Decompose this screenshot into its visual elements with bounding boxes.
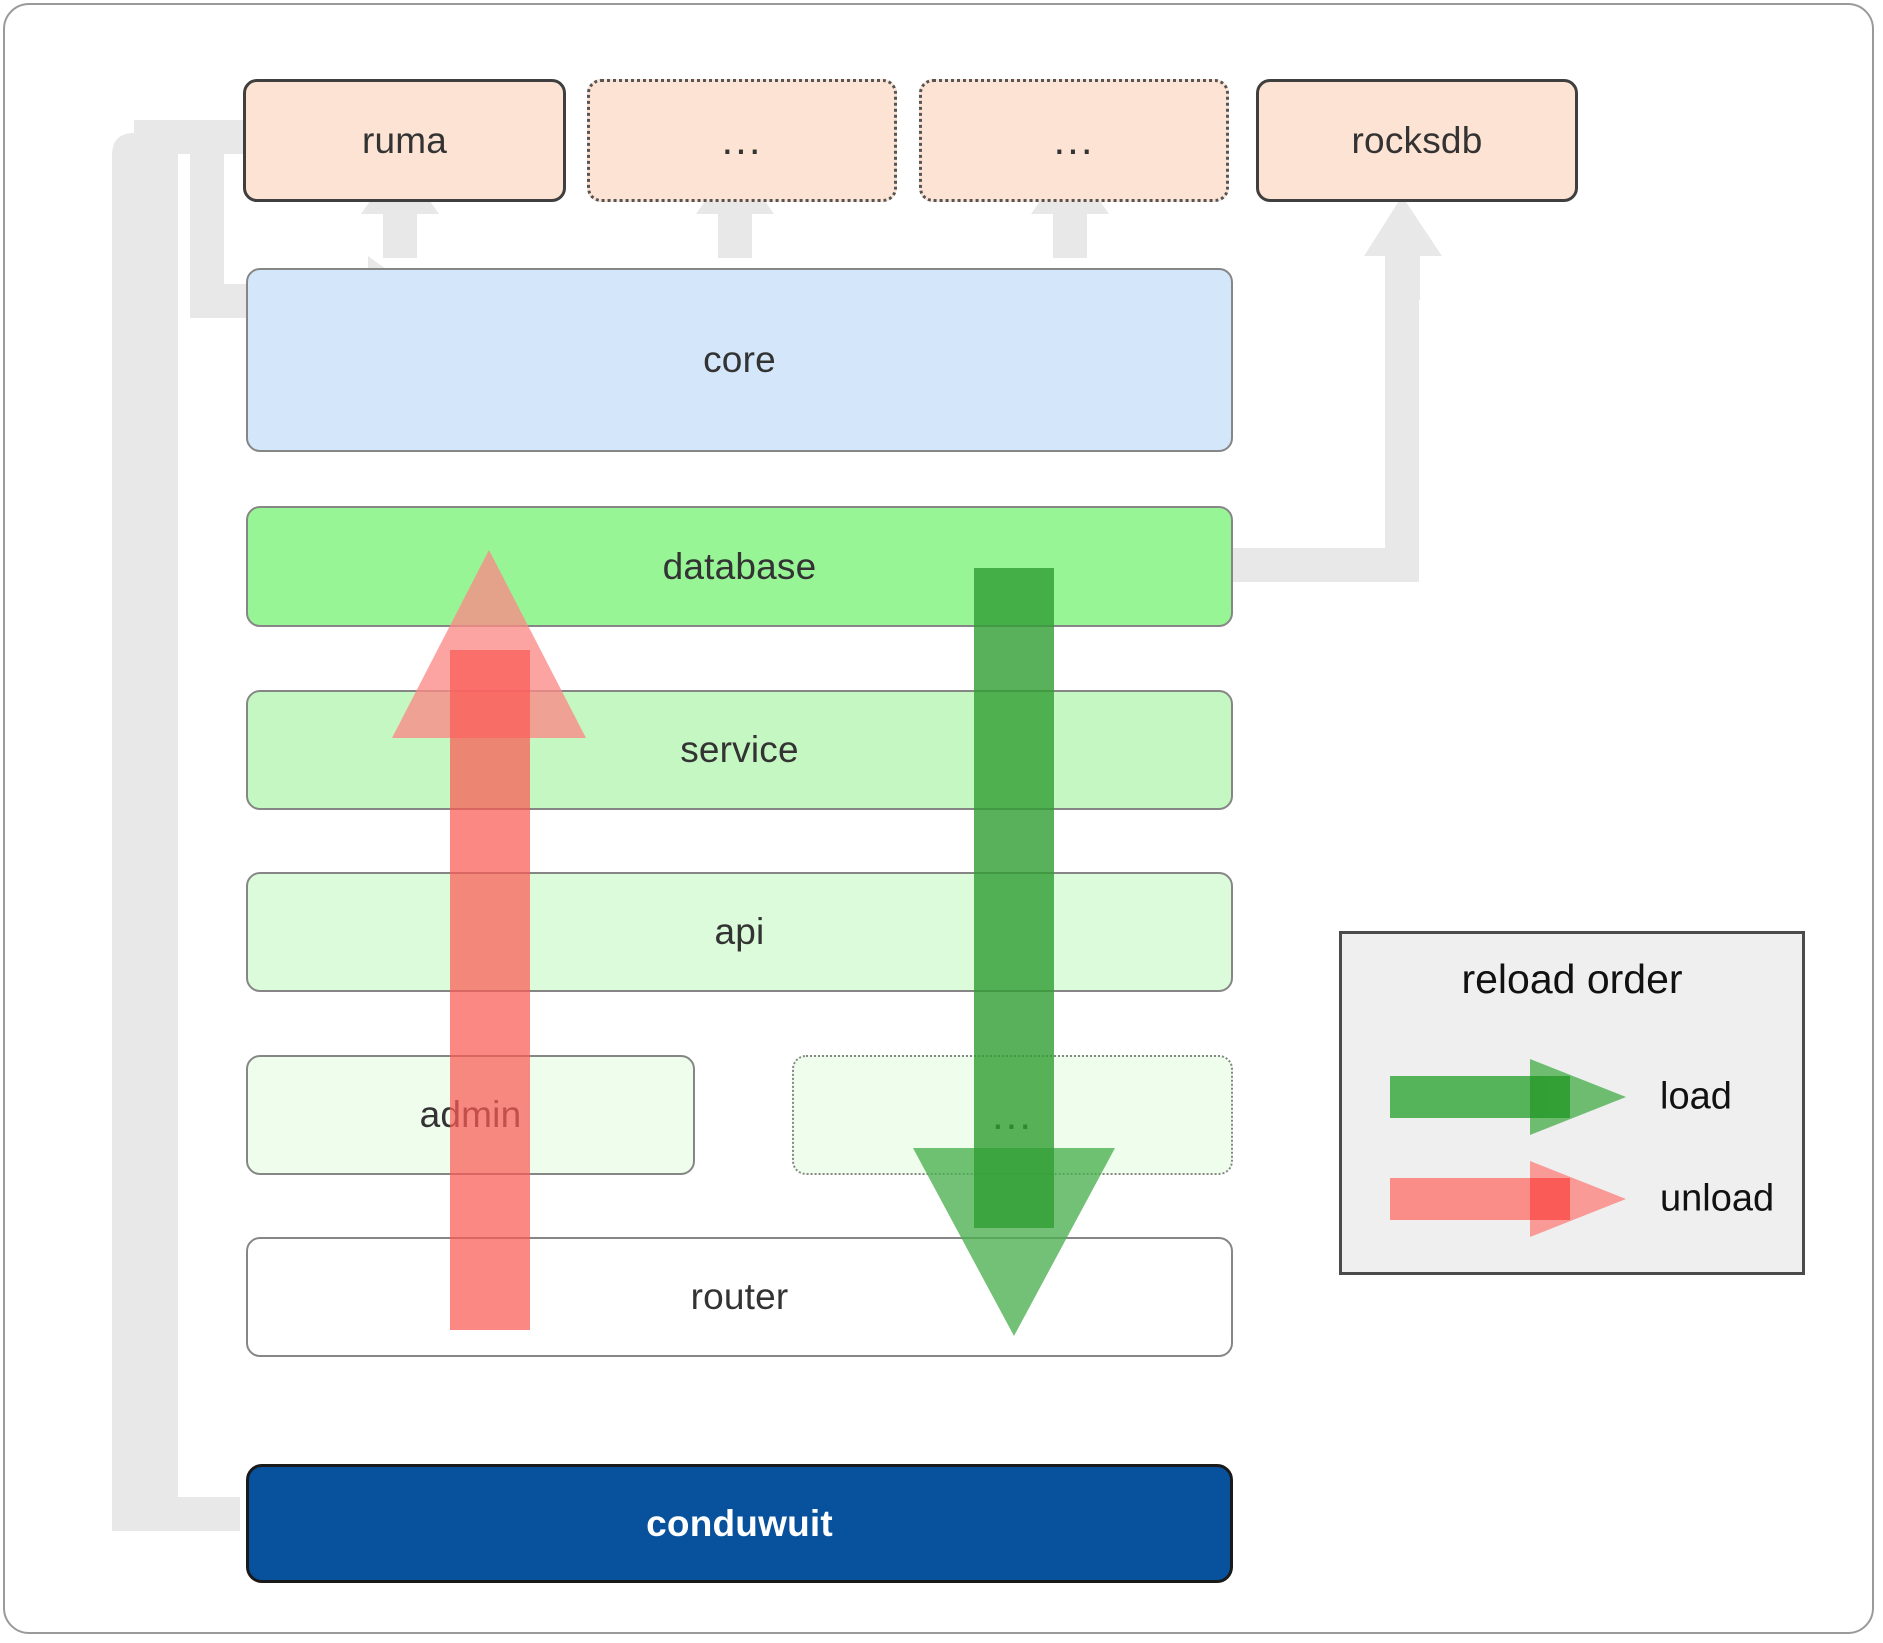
node-label-conduwuit: conduwuit: [646, 1502, 833, 1544]
node-external-placeholder-1[interactable]: ...: [587, 79, 897, 202]
node-router[interactable]: router: [246, 1237, 1233, 1357]
legend-label-unload: unload: [1660, 1177, 1775, 1220]
node-label-database: database: [662, 545, 817, 587]
node-conduwuit[interactable]: conduwuit: [246, 1464, 1233, 1583]
legend-load-arrow-icon: [1390, 1059, 1626, 1135]
node-rocksdb[interactable]: rocksdb: [1256, 79, 1578, 202]
legend-reload-order: reload order load unload: [1339, 931, 1805, 1275]
node-core[interactable]: core: [246, 268, 1233, 452]
node-stack-placeholder[interactable]: ...: [792, 1055, 1233, 1175]
node-label-ruma: ruma: [361, 119, 448, 161]
node-service[interactable]: service: [246, 690, 1233, 810]
node-database[interactable]: database: [246, 506, 1233, 627]
node-label-router: router: [690, 1276, 789, 1317]
legend-unload-arrow-icon: [1390, 1161, 1626, 1237]
node-external-placeholder-2[interactable]: ...: [919, 79, 1229, 202]
legend-row-unload: unload: [1342, 1156, 1802, 1242]
node-label-admin: admin: [419, 1094, 522, 1135]
diagram-frame: [3, 3, 1874, 1634]
node-label-core: core: [703, 339, 776, 380]
node-ruma[interactable]: ruma: [243, 79, 566, 202]
node-label-external-placeholder-1: ...: [721, 116, 763, 164]
node-label-external-placeholder-2: ...: [1053, 116, 1095, 164]
legend-label-load: load: [1660, 1075, 1732, 1118]
legend-title: reload order: [1461, 956, 1683, 1002]
node-api[interactable]: api: [246, 872, 1233, 992]
node-label-rocksdb: rocksdb: [1351, 119, 1483, 161]
legend-row-load: load: [1342, 1054, 1802, 1140]
node-label-api: api: [714, 911, 765, 952]
node-label-stack-placeholder: ...: [991, 1090, 1033, 1138]
node-admin[interactable]: admin: [246, 1055, 695, 1175]
node-label-service: service: [680, 729, 799, 770]
